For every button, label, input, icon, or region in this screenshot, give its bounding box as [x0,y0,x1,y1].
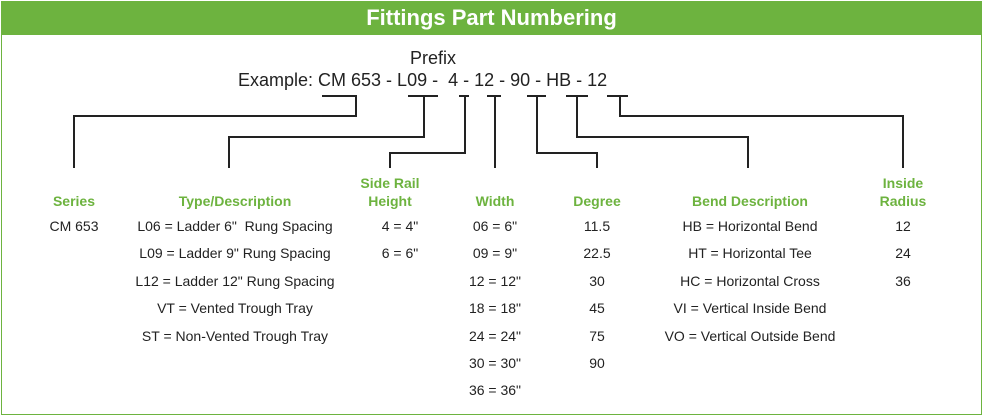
prefix-label: Prefix [410,48,457,68]
column-type: L06 = Ladder 6" Rung Spacing L09 = Ladde… [120,213,350,350]
list-item: 24 = 24" [468,327,522,344]
list-item: 90 [589,354,605,371]
list-item: 18 = 18" [468,300,522,317]
header-radius-line2: Radius [879,193,927,209]
list-item: 09 = 9" [472,245,518,262]
connector-bend [566,95,749,168]
header-width: Width [475,193,515,209]
connector-degree [527,95,598,168]
header-degree: Degree [573,193,621,209]
header-type: Type/Description [178,193,292,209]
header-siderail-line1: Side Rail [360,175,420,191]
list-item: 75 [589,327,605,344]
header-siderail-line2: Height [368,193,412,209]
connector-type [228,95,438,168]
list-item: 12 = 12" [468,272,522,289]
list-item: 30 [589,272,605,289]
header-series: Series [52,193,96,209]
connector-series [73,95,357,168]
list-item: 06 = 6" [472,218,518,234]
list-item: 22.5 [583,245,611,262]
list-item: L09 = Ladder 9" Rung Spacing [139,245,331,262]
list-item: 36 = 36" [468,382,522,399]
list-item: 24 [895,245,911,262]
connector-siderail [389,95,469,168]
list-item: HC = Horizontal Cross [680,272,820,289]
list-item: HB = Horizontal Bend [682,218,818,234]
list-item: VT = Vented Trough Tray [157,300,313,317]
column-bend: HB = Horizontal Bend HT = Horizontal Tee… [650,213,850,350]
list-item: 11.5 [583,218,611,234]
column-width: 06 = 6" 09 = 9" 12 = 12" 18 = 18" 24 = 2… [455,213,535,405]
list-item: 6 = 6" [381,245,419,262]
list-item: VO = Vertical Outside Bend [664,327,836,344]
list-item: 45 [589,300,605,317]
example-part-number: Example: CM 653 - L09 - 4 - 12 - 90 - HB… [238,70,608,90]
connector-width [487,95,501,168]
column-radius: 12 24 36 [868,213,938,295]
header-radius-line1: Inside [882,175,924,191]
list-item: VI = Vertical Inside Bend [673,300,827,317]
list-item: L12 = Ladder 12" Rung Spacing [135,272,335,289]
list-item: L06 = Ladder 6" Rung Spacing [137,218,333,234]
list-item: ST = Non-Vented Trough Tray [141,327,329,344]
list-item: 12 [895,218,911,234]
header-siderail: Side Rail Height [350,174,430,210]
connector-radius [607,95,904,168]
list-item: 30 = 30" [468,354,522,371]
column-degree: 11.5 22.5 30 45 75 90 [562,213,632,377]
column-siderail: 4 = 4" 6 = 6" [360,213,440,268]
header-radius: Inside Radius [868,174,938,210]
list-item: 4 = 4" [381,218,419,234]
page-title: Fittings Part Numbering [1,1,982,35]
header-bend: Bend Description [692,193,808,209]
list-item: CM 653 [49,218,99,234]
list-item: 36 [895,272,911,289]
column-series: CM 653 [34,213,114,240]
list-item: HT = Horizontal Tee [688,245,812,262]
